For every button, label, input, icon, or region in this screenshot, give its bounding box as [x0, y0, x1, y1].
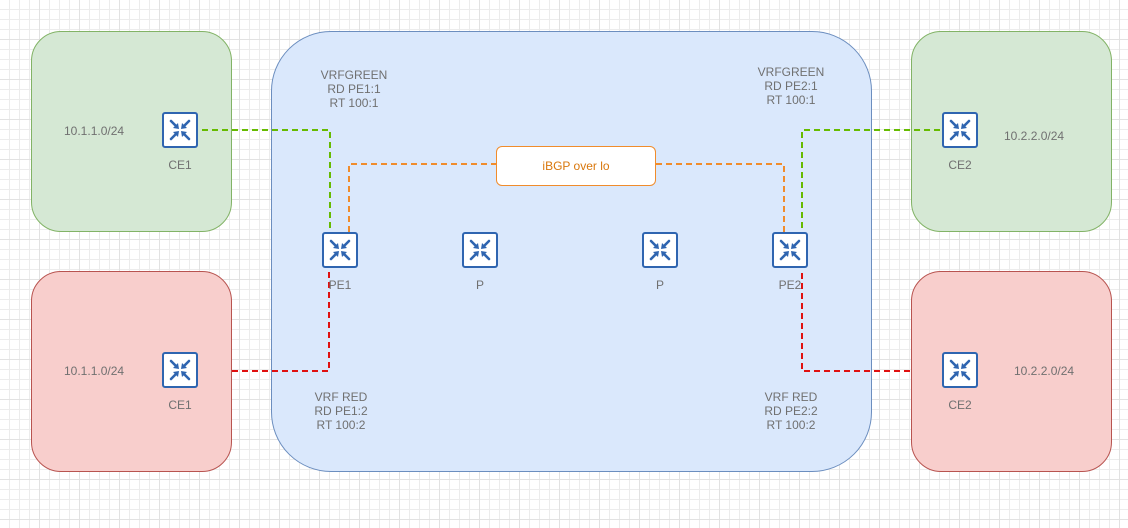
ibgp-link-left[interactable]	[348, 163, 496, 232]
router-ce1-green-icon[interactable]	[162, 112, 198, 148]
router-ce2-red-icon[interactable]	[942, 352, 978, 388]
subnet-label-right-red: 10.2.2.0/24	[1014, 364, 1075, 378]
router-name-ce2-red: CE2	[948, 398, 972, 412]
router-name-p1: P	[475, 278, 484, 292]
vrf-rd: RD PE1:2	[314, 404, 368, 418]
router-p1-icon[interactable]	[462, 232, 498, 268]
ibgp-link-right[interactable]	[656, 163, 785, 232]
router-name-p2: P	[655, 278, 664, 292]
router-name-ce2-green: CE2	[948, 158, 972, 172]
router-name-ce1-green: CE1	[168, 158, 192, 172]
vrf-rd: RD PE2:2	[764, 404, 818, 418]
router-name-pe1: PE1	[328, 278, 352, 292]
vrf-red-pe2-info: VRF RED RD PE2:2 RT 100:2	[736, 390, 846, 432]
subnet-label-right-green: 10.2.2.0/24	[1004, 129, 1065, 143]
green-link-left[interactable]	[202, 129, 331, 232]
subnet-label-left-red: 10.1.1.0/24	[64, 364, 125, 378]
vrf-name: VRFGREEN	[757, 65, 825, 79]
green-site-left[interactable]	[31, 31, 232, 232]
router-ce2-green-icon[interactable]	[942, 112, 978, 148]
vrf-rd: RD PE1:1	[327, 82, 381, 96]
ibgp-label: iBGP over lo	[542, 159, 610, 173]
vrf-rd: RD PE2:1	[764, 79, 818, 93]
vrf-red-pe1-info: VRF RED RD PE1:2 RT 100:2	[286, 390, 396, 432]
router-name-ce1-red: CE1	[168, 398, 192, 412]
vrf-green-pe2-info: VRFGREEN RD PE2:1 RT 100:1	[736, 65, 846, 107]
vrf-rt: RT 100:1	[329, 96, 379, 110]
red-link-left[interactable]	[232, 272, 330, 372]
router-p2-icon[interactable]	[642, 232, 678, 268]
router-ce1-red-icon[interactable]	[162, 352, 198, 388]
vrf-green-pe1-info: VRFGREEN RD PE1:1 RT 100:1	[299, 68, 409, 110]
router-pe1-icon[interactable]	[322, 232, 358, 268]
vrf-rt: RT 100:2	[316, 418, 366, 432]
subnet-label-left-green: 10.1.1.0/24	[64, 124, 125, 138]
provider-core-region[interactable]	[271, 31, 872, 472]
ibgp-session-box[interactable]: iBGP over lo	[496, 146, 656, 186]
vrf-name: VRF RED	[314, 390, 368, 404]
router-pe2-icon[interactable]	[772, 232, 808, 268]
router-name-pe2: PE2	[778, 278, 802, 292]
red-site-left[interactable]	[31, 271, 232, 472]
vrf-rt: RT 100:1	[766, 93, 816, 107]
vrf-name: VRF RED	[764, 390, 818, 404]
vrf-rt: RT 100:2	[766, 418, 816, 432]
red-link-right[interactable]	[801, 272, 910, 372]
vrf-name: VRFGREEN	[320, 68, 388, 82]
green-link-right[interactable]	[801, 129, 940, 232]
